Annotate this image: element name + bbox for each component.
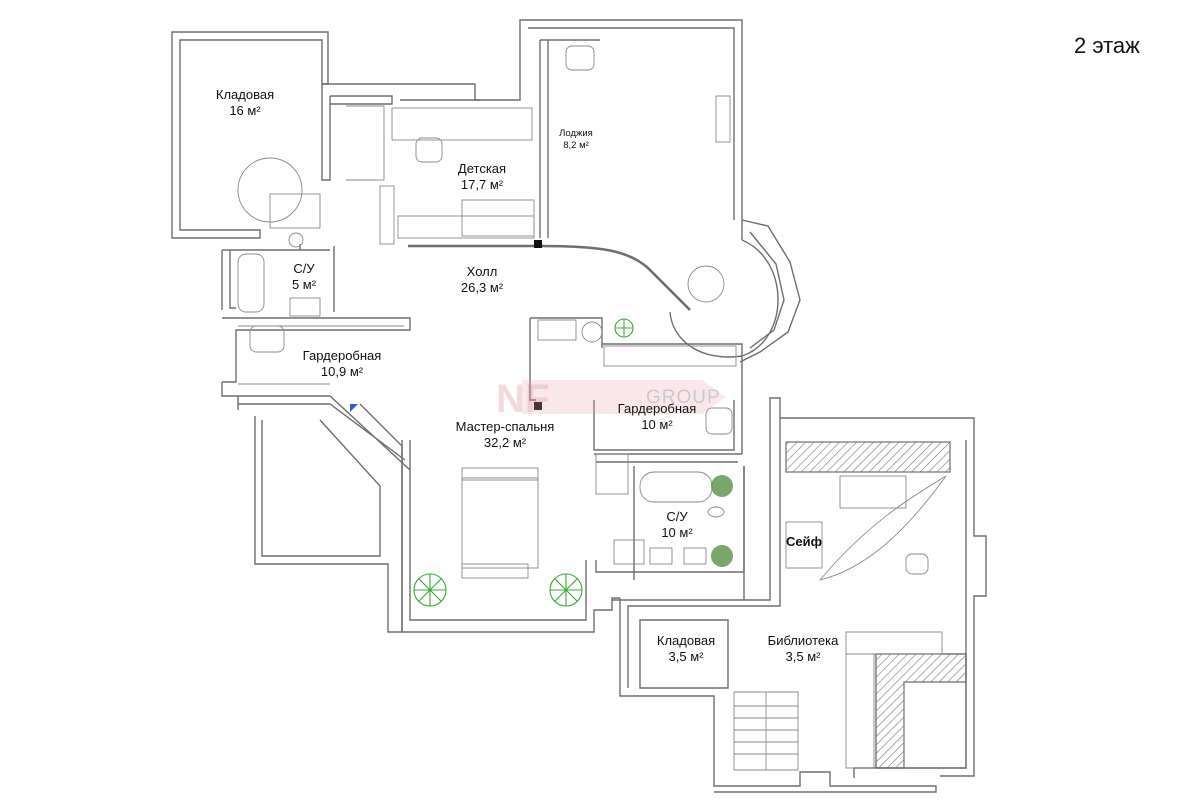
bath-plants [711,475,733,567]
room-safe: Сейф [786,534,822,550]
room-area: 10 м² [641,417,673,432]
room-name: С/У [293,260,315,276]
room-area: 16 м² [229,103,261,118]
room-name: Кладовая [656,632,716,648]
room-name: Библиотека [767,632,839,648]
room-area: 8,2 м² [563,140,589,151]
room-name: Гардеробная [617,400,697,416]
room-area: 10,9 м² [320,364,364,379]
column-marker [534,402,542,410]
room-name: Детская [457,160,507,176]
room-area: 3,5 м² [668,649,704,664]
room-area: 5 м² [291,277,317,292]
room-area: 10 м² [661,525,693,540]
watermark-text: GROUP [646,387,721,408]
room-master-bedroom: Мастер-спальня 32,2 м² [456,419,555,452]
room-library: Библиотека 3,5 м² [768,633,839,666]
room-area: 17,7 м² [460,177,504,192]
room-name: Холл [466,263,498,279]
accent-marker [350,404,358,412]
furniture [237,45,947,771]
room-name: Лоджия [559,128,593,140]
room-name: Мастер-спальня [455,418,555,434]
room-name: Гардеробная [302,347,382,363]
room-area: 3,5 м² [785,649,821,664]
room-storage-big: Кладовая 16 м² [216,87,274,120]
floor-title: 2 этаж [1074,33,1140,58]
wall-fills [785,441,967,769]
room-wardrobe-1: Гардеробная 10,9 м² [303,348,382,381]
room-wardrobe-2: Гардеробная 10 м² [618,401,697,434]
room-storage-small: Кладовая 3,5 м² [657,633,715,666]
plants [413,318,634,607]
room-wc-small: С/У 5 м² [292,261,316,294]
room-loggia: Лоджия 8,2 м² [559,128,593,152]
room-name: Кладовая [215,86,275,102]
watermark-logo: NF [496,377,726,421]
room-area: 26,3 м² [460,280,504,295]
column-marker [534,240,542,248]
room-hall: Холл 26,3 м² [461,264,503,297]
room-wc-master: С/У 10 м² [661,509,692,542]
room-name: Сейф [786,533,822,549]
room-kids: Детская 17,7 м² [458,161,506,194]
room-name: С/У [666,508,688,524]
room-area: 32,2 м² [483,435,527,450]
watermark-brand: NF [496,377,549,421]
